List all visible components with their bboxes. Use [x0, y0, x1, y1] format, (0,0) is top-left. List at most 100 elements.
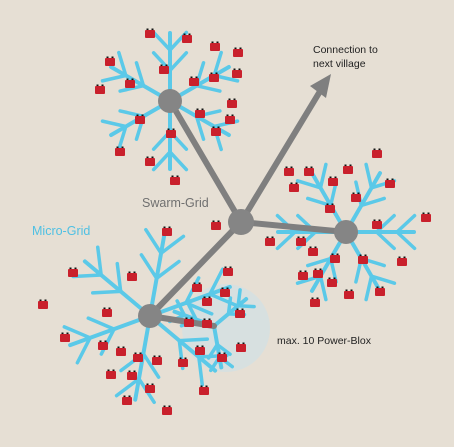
battery-terminal — [236, 308, 239, 310]
battery-body — [211, 128, 221, 136]
power-blox-battery-icon — [310, 297, 320, 307]
power-blox-battery-icon — [344, 289, 354, 299]
battery-terminal — [310, 166, 313, 168]
power-blox-battery-icon — [105, 56, 115, 66]
battery-body — [296, 238, 306, 246]
battery-body — [351, 194, 361, 202]
grid-hub-icon — [158, 89, 182, 113]
battery-body — [385, 180, 395, 188]
battery-terminal — [231, 114, 234, 116]
battery-terminal — [297, 236, 300, 238]
power-blox-battery-icon — [385, 178, 395, 188]
battery-terminal — [238, 68, 241, 70]
battery-body — [159, 66, 169, 74]
power-blox-battery-icon — [217, 352, 227, 362]
power-blox-battery-icon — [68, 267, 78, 277]
battery-terminal — [146, 156, 149, 158]
power-blox-units — [38, 28, 431, 415]
battery-terminal — [349, 164, 352, 166]
power-blox-battery-icon — [106, 369, 116, 379]
battery-terminal — [134, 352, 137, 354]
battery-terminal — [160, 64, 163, 66]
battery-terminal — [210, 72, 213, 74]
power-blox-battery-icon — [313, 268, 323, 278]
micro-grid-sub-branch — [215, 342, 232, 356]
battery-body — [182, 35, 192, 43]
micro-grid-sub-branch — [369, 274, 397, 285]
battery-terminal — [309, 246, 312, 248]
micro-grid-sub-branch — [236, 288, 242, 308]
battery-terminal — [123, 395, 126, 397]
power-blox-battery-icon — [162, 405, 172, 415]
battery-terminal — [44, 299, 47, 301]
battery-body — [95, 86, 105, 94]
battery-terminal — [364, 254, 367, 256]
battery-terminal — [151, 383, 154, 385]
battery-body — [127, 273, 137, 281]
battery-body — [133, 354, 143, 362]
battery-body — [145, 30, 155, 38]
battery-terminal — [314, 268, 317, 270]
battery-terminal — [74, 267, 77, 269]
battery-body — [308, 248, 318, 256]
battery-body — [372, 221, 382, 229]
micro-grid-sub-branch — [328, 180, 338, 208]
battery-terminal — [228, 98, 231, 100]
battery-terminal — [208, 318, 211, 320]
power-blox-battery-icon — [327, 277, 337, 287]
battery-terminal — [336, 253, 339, 255]
power-blox-battery-icon — [236, 342, 246, 352]
micro-grid-sub-branch — [75, 336, 92, 365]
battery-terminal — [188, 33, 191, 35]
micro-grid-sub-branch — [175, 299, 187, 317]
battery-terminal — [223, 352, 226, 354]
power-blox-battery-icon — [125, 78, 135, 88]
battery-terminal — [239, 47, 242, 49]
battery-terminal — [176, 175, 179, 177]
micro-grid-sub-branch — [159, 234, 186, 255]
battery-terminal — [285, 166, 288, 168]
battery-terminal — [304, 270, 307, 272]
battery-terminal — [234, 47, 237, 49]
micro-grid-branch — [148, 284, 232, 318]
battery-terminal — [96, 84, 99, 86]
battery-terminal — [190, 317, 193, 319]
battery-terminal — [61, 332, 64, 334]
battery-terminal — [203, 318, 206, 320]
battery-terminal — [295, 182, 298, 184]
power-blox-battery-icon — [227, 98, 237, 108]
micro-grid-sub-branch — [95, 245, 103, 277]
battery-terminal — [217, 126, 220, 128]
swarm-grid-line — [167, 98, 244, 225]
battery-terminal — [212, 220, 215, 222]
battery-terminal — [190, 76, 193, 78]
micro-grid-sub-branch — [86, 316, 116, 331]
power-blox-battery-icon — [199, 385, 209, 395]
micro-grid-sub-branch — [395, 213, 417, 234]
swarm-grid-line — [238, 85, 325, 225]
micro-grid-sub-branch — [154, 259, 181, 281]
power-blox-battery-icon — [265, 236, 275, 246]
power-blox-battery-icon — [127, 271, 137, 281]
power-blox-battery-icon — [298, 270, 308, 280]
battery-terminal — [331, 203, 334, 205]
battery-terminal — [357, 192, 360, 194]
battery-body — [115, 148, 125, 156]
micro-grid-sub-branch — [226, 296, 233, 316]
micro-grid-sub-branch — [318, 162, 328, 190]
micro-grid-sub-branch — [114, 377, 141, 398]
micro-grid-sub-branch — [151, 30, 172, 52]
battery-terminal — [201, 108, 204, 110]
battery-terminal — [141, 114, 144, 116]
micro-grid-branch — [148, 230, 167, 318]
power-blox-battery-icon — [195, 108, 205, 118]
battery-terminal — [242, 342, 245, 344]
power-blox-battery-icon — [60, 332, 70, 342]
battery-body — [170, 177, 180, 185]
battery-terminal — [128, 271, 131, 273]
battery-terminal — [146, 28, 149, 30]
battery-terminal — [151, 156, 154, 158]
power-blox-battery-icon — [209, 72, 219, 82]
micro-grid-sub-branch — [62, 325, 92, 340]
grid-hubs — [138, 89, 358, 328]
